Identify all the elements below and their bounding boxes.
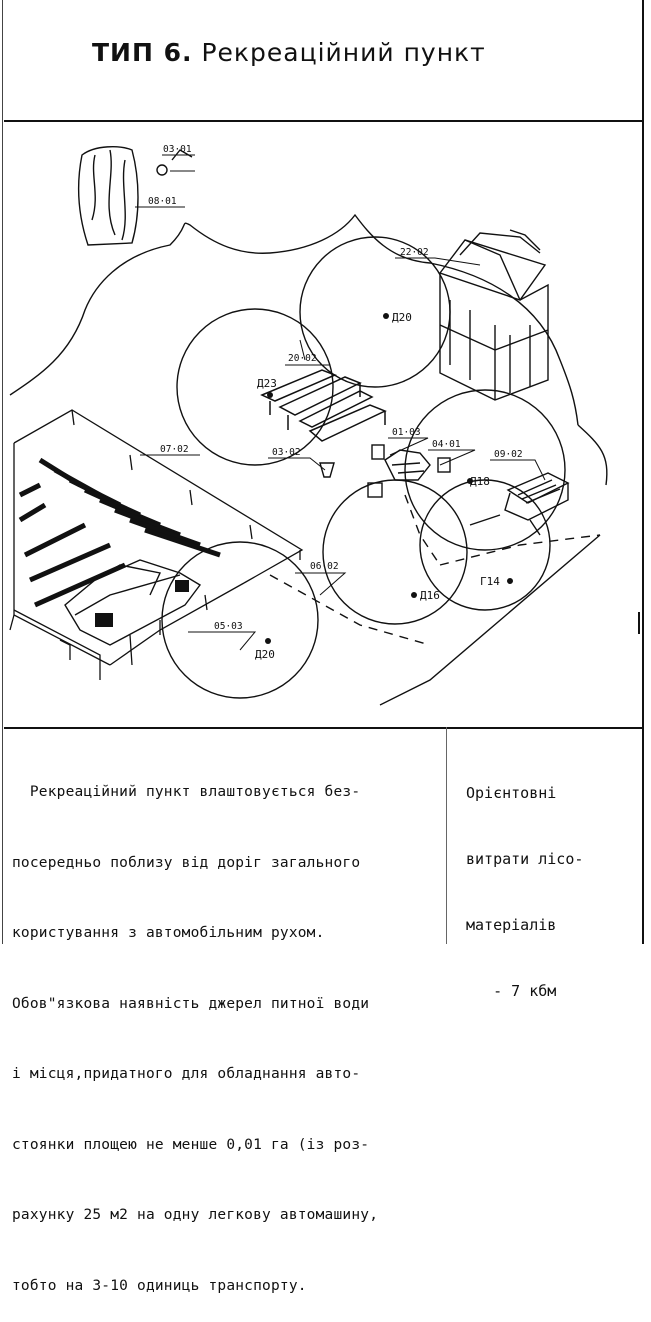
material-cost-note: Орієнтовні витрати лісо- матеріалів - 7 … <box>466 738 626 1024</box>
column-divider <box>446 727 447 944</box>
pavilion-shelter <box>438 229 549 401</box>
tree-markers <box>265 313 513 644</box>
tree-illustration <box>77 146 193 246</box>
label-22-02: 22·02 <box>400 247 429 258</box>
canopy-d23 <box>176 308 334 466</box>
label-05-03: 05·03 <box>214 621 243 632</box>
canopy-d20-bottom <box>161 541 319 699</box>
description-line: рахунку 25 м2 на одну легкову автомашину… <box>12 1207 379 1223</box>
litter-bins <box>319 444 451 498</box>
tree-label-d16: Д16 <box>420 589 440 602</box>
description-line: і місця,придатного для обладнання авто- <box>12 1066 361 1082</box>
label-03-02: 03·02 <box>272 447 301 458</box>
tree-label-d23: Д23 <box>257 377 277 390</box>
cost-line: - 7 кбм <box>466 982 557 1000</box>
label-08-01: 08·01 <box>148 196 177 207</box>
description-line: користування з автомобільним рухом. <box>12 925 325 941</box>
leader-lines <box>135 154 546 651</box>
tree-label-d18: Д18 <box>470 475 490 488</box>
cost-line: витрати лісо- <box>466 850 584 868</box>
parking-lot <box>9 409 304 680</box>
car-illustration <box>64 559 202 646</box>
type-label: ТИП 6. <box>92 38 193 67</box>
label-01-03: 01·03 <box>392 427 421 438</box>
canopy-d18 <box>404 389 566 551</box>
description-paragraph: Рекреаційний пункт влаштовується без- по… <box>12 734 442 1322</box>
footpath-dashed <box>269 574 431 646</box>
description-line: Обов"язкова наявність джерел питної води <box>12 995 370 1012</box>
site-plan-drawing: 03·01 08·01 22·02 20·02 07·02 03·02 01·0… <box>9 144 608 706</box>
description-line: Рекреаційний пункт влаштовується без- <box>12 784 361 800</box>
page-edge-mark <box>638 612 640 634</box>
label-03-01: 03·01 <box>163 144 192 155</box>
label-06-02: 06·02 <box>310 561 339 572</box>
title-divider <box>4 120 644 122</box>
label-07-02: 07·02 <box>160 444 189 455</box>
bench-table <box>260 369 387 442</box>
canopy-g14 <box>419 479 551 611</box>
label-04-01: 04·01 <box>432 439 461 450</box>
description-line: тобто на 3-10 одиниць транспорту. <box>12 1277 307 1294</box>
page-title: ТИП 6. Рекреаційний пункт <box>92 38 486 67</box>
forest-edge-outline <box>9 213 431 396</box>
page-frame <box>2 0 644 944</box>
fireplace <box>469 472 570 536</box>
tree-label-g14: Г14 <box>480 575 500 588</box>
cost-line: матеріалів <box>466 916 557 934</box>
description-line: стоянки площею не менше 0,01 га (із роз- <box>12 1136 370 1153</box>
title-text: Рекреаційний пункт <box>201 38 486 67</box>
label-20-02: 20·02 <box>288 353 317 364</box>
description-line: посередньо поблизу від доріг загального <box>12 854 361 871</box>
label-09-02: 09·02 <box>494 449 523 460</box>
tree-label-d20-top: Д20 <box>392 311 412 324</box>
text-divider <box>4 727 644 729</box>
canopy-d16 <box>322 479 468 625</box>
cost-line: Орієнтовні <box>466 784 557 802</box>
tree-label-d20-bottom: Д20 <box>255 648 275 661</box>
